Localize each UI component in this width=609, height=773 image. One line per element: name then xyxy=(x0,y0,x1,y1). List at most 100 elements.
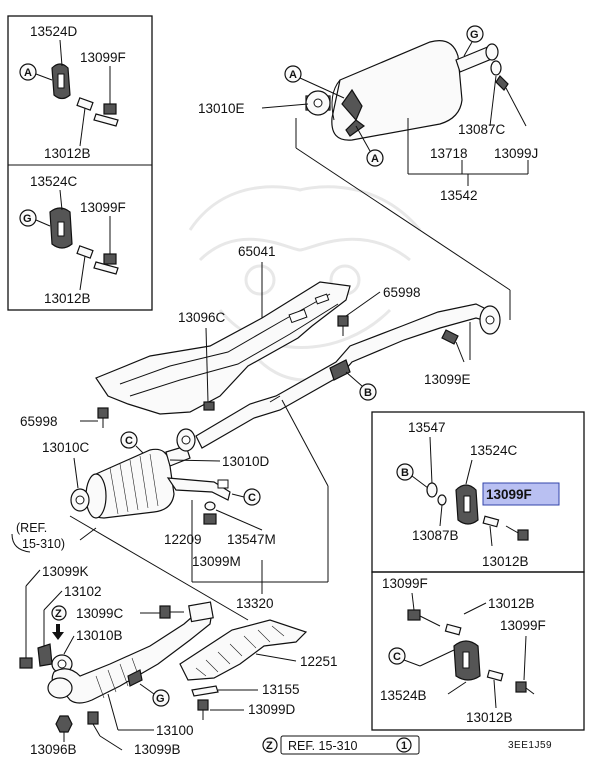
clip-13155[interactable] xyxy=(191,685,219,697)
bracket-13542 xyxy=(407,118,529,186)
front-pipe-13100[interactable] xyxy=(47,601,214,704)
washer-13547M[interactable] xyxy=(203,501,217,525)
ref-side-line2[interactable]: 15-310) xyxy=(22,537,65,551)
part-label-13099J[interactable]: 13099J xyxy=(494,146,538,161)
reference-footer-box xyxy=(280,735,420,755)
part-label-13718[interactable]: 13718 xyxy=(430,146,468,161)
part-label-13099C[interactable]: 13099C xyxy=(76,606,124,621)
bolt-13099D[interactable] xyxy=(197,699,209,720)
highlight-box-13099F[interactable] xyxy=(482,482,560,506)
callout-a-muffler: A A G xyxy=(284,25,484,167)
callout-a-icon: A xyxy=(24,67,32,79)
gasket-13010D[interactable] xyxy=(176,428,196,452)
rubber-hanger-13524D[interactable]: A xyxy=(19,39,71,100)
part-label-13099F-2[interactable]: 13099F xyxy=(80,200,126,215)
bolt-13099F-3[interactable] xyxy=(407,609,441,627)
part-label-13096B[interactable]: 13096B xyxy=(30,742,77,757)
part-label-13320[interactable]: 13320 xyxy=(236,596,274,611)
part-label-13099E[interactable]: 13099E xyxy=(424,372,471,387)
rubber-hanger-13524C-2[interactable] xyxy=(455,484,479,525)
part-label-13099F-highlighted[interactable]: 13099F xyxy=(486,487,532,502)
inset-box-hanger-c xyxy=(371,571,585,731)
part-label-13010E[interactable]: 13010E xyxy=(198,101,245,116)
leader-13010E xyxy=(261,103,309,109)
part-label-13010B[interactable]: 13010B xyxy=(76,628,123,643)
ref-side-bracket xyxy=(11,533,31,553)
nut-13096B[interactable] xyxy=(55,715,73,733)
part-label-13524C-2[interactable]: 13524C xyxy=(470,443,518,458)
collar-13012B[interactable] xyxy=(76,97,94,147)
part-label-13010D[interactable]: 13010D xyxy=(222,454,270,469)
part-label-13012B-5[interactable]: 13012B xyxy=(466,710,513,725)
part-label-13099B[interactable]: 13099B xyxy=(134,742,181,757)
callout-g-front: G xyxy=(139,683,170,707)
hanger-13087C[interactable] xyxy=(489,60,502,127)
bolt-13099F-4[interactable] xyxy=(515,681,535,695)
part-label-13096C[interactable]: 13096C xyxy=(178,310,226,325)
part-label-13099D[interactable]: 13099D xyxy=(248,702,296,717)
part-label-13087B[interactable]: 13087B xyxy=(412,528,459,543)
gasket-13010C[interactable] xyxy=(70,488,90,512)
rubber-hanger-13524C[interactable]: G xyxy=(19,189,73,249)
washer-13547[interactable] xyxy=(426,482,438,498)
callout-c-icon-3: C xyxy=(393,651,401,663)
ref-side-line1[interactable]: (REF. xyxy=(16,521,47,535)
collar-13012B-5[interactable] xyxy=(486,669,504,682)
part-label-65041[interactable]: 65041 xyxy=(238,244,276,259)
part-label-13099K[interactable]: 13099K xyxy=(42,564,89,579)
bolt-13099B[interactable] xyxy=(87,711,101,737)
bolt-13099J[interactable] xyxy=(495,75,527,127)
bolt-65998-2[interactable] xyxy=(97,407,109,428)
bracket-13102[interactable] xyxy=(37,643,53,667)
part-label-13012B-4[interactable]: 13012B xyxy=(488,596,535,611)
part-label-65998[interactable]: 65998 xyxy=(383,285,421,300)
bolt-13099K[interactable] xyxy=(19,657,33,669)
part-label-13155[interactable]: 13155 xyxy=(262,682,300,697)
part-label-13524D[interactable]: 13524D xyxy=(30,24,78,39)
part-label-13524B[interactable]: 13524B xyxy=(380,688,427,703)
ring-13087B[interactable] xyxy=(437,494,447,506)
center-pipe-13320[interactable] xyxy=(195,303,501,449)
part-label-12251[interactable]: 12251 xyxy=(300,654,338,669)
collar-13012B-3[interactable] xyxy=(482,515,500,547)
part-label-13010C[interactable]: 13010C xyxy=(42,440,90,455)
part-label-13099F-4[interactable]: 13099F xyxy=(500,618,546,633)
part-label-13102[interactable]: 13102 xyxy=(64,584,102,599)
bolt-13099C[interactable] xyxy=(159,605,184,619)
part-label-13012B[interactable]: 13012B xyxy=(44,146,91,161)
part-label-13099F-3[interactable]: 13099F xyxy=(382,576,428,591)
collar-13012B-4[interactable] xyxy=(444,623,462,636)
heat-protector-12251[interactable] xyxy=(179,619,308,681)
bolt-13099F[interactable] xyxy=(93,66,119,127)
part-label-12209[interactable]: 12209 xyxy=(164,532,202,547)
leader-13010B xyxy=(63,635,75,655)
part-label-13012B-2[interactable]: 13012B xyxy=(44,291,91,306)
leader-13096C xyxy=(205,327,209,403)
nut-13096C[interactable] xyxy=(203,401,215,411)
part-label-13542[interactable]: 13542 xyxy=(440,188,478,203)
rubber-hanger-13524B[interactable] xyxy=(453,640,481,681)
bracket-12209[interactable] xyxy=(166,477,231,501)
callout-g-icon-2: G xyxy=(470,29,479,41)
part-label-13087C[interactable]: 13087C xyxy=(458,122,506,137)
bolt-13099F-2[interactable] xyxy=(93,216,119,275)
part-label-13547[interactable]: 13547 xyxy=(408,420,446,435)
part-label-13100[interactable]: 13100 xyxy=(156,723,194,738)
part-label-13099M[interactable]: 13099M xyxy=(192,554,241,569)
bolt-13099F-hl[interactable] xyxy=(505,525,529,541)
part-label-13099F[interactable]: 13099F xyxy=(80,50,126,65)
part-label-65998-2[interactable]: 65998 xyxy=(20,414,58,429)
heat-protector-65041[interactable] xyxy=(95,281,351,415)
bolt-13099E[interactable] xyxy=(441,329,465,363)
reference-footer[interactable]: Z REF. 15-310 1 xyxy=(262,735,420,755)
part-label-13547M[interactable]: 13547M xyxy=(227,532,276,547)
part-label-13524C[interactable]: 13524C xyxy=(30,174,78,189)
part-label-13012B-3[interactable]: 13012B xyxy=(482,554,529,569)
guide-line-front xyxy=(69,515,249,621)
main-muffler-13542[interactable] xyxy=(305,40,499,141)
callout-b-inset: B xyxy=(396,463,429,489)
leader-65998 xyxy=(345,291,381,317)
bolt-65998[interactable] xyxy=(337,315,349,336)
collar-13012B-2[interactable] xyxy=(76,245,94,291)
leader-13099F-4 xyxy=(523,635,527,681)
